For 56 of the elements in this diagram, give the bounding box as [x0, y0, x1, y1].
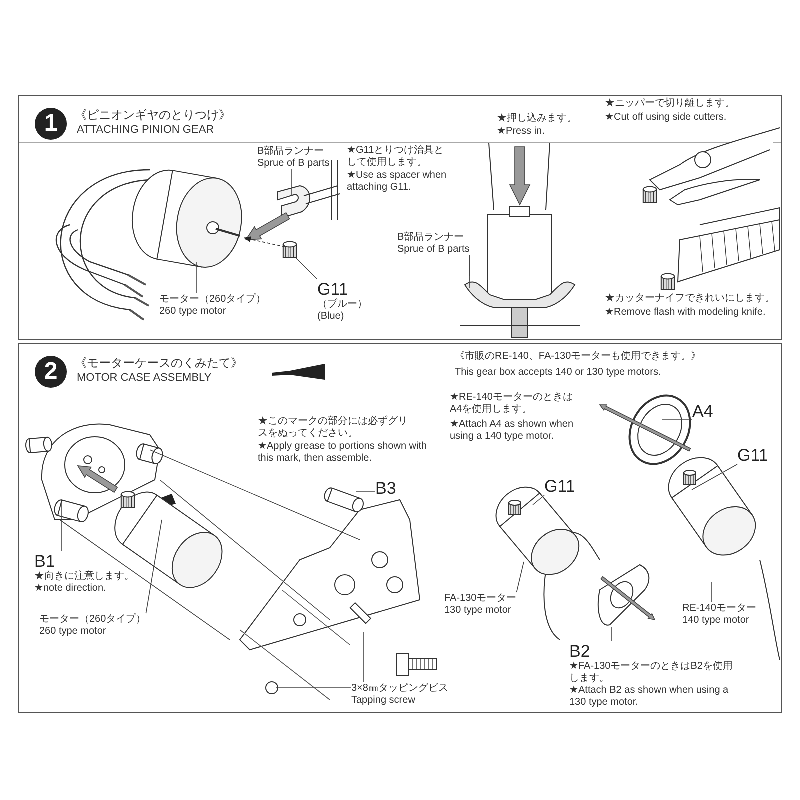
note-text: 《市販のRE-140、FA-130モーターも使用できます。》 [455, 351, 702, 363]
callout-text: B部品ランナー [398, 232, 466, 244]
callout-text: 130 type motor [444, 604, 512, 616]
callout-text: Tapping screw [352, 694, 416, 706]
leader-line [692, 464, 738, 490]
callout-text: Sprue of B parts [398, 244, 470, 256]
callout-text: （ブルー） [318, 298, 368, 310]
note-text: ★Remove flash with modeling knife. [605, 307, 767, 319]
callout-text: 3×8㎜タッピングビス [352, 682, 448, 694]
note-text: This gear box accepts 140 or 130 type motors. [455, 367, 662, 379]
callout-text: RE-140モーター [682, 602, 756, 614]
leader-line [146, 520, 162, 614]
step-panel [18, 95, 782, 340]
leader-line [196, 262, 198, 294]
callout-text: 260 type motor [160, 306, 228, 318]
step-heading: MOTOR CASE ASSEMBLY [77, 372, 212, 385]
callout-text: (Blue) [318, 310, 346, 322]
note-text: ★向きに注意します。 [34, 570, 136, 582]
part-label: G11 [738, 446, 768, 464]
leader-line [532, 495, 545, 506]
step-number: 1 [35, 108, 67, 140]
step-heading: 《ピニオンギヤのとりつけ》 [75, 108, 231, 122]
leader-line [296, 258, 318, 280]
step-panel [18, 343, 782, 713]
step-number: 2 [35, 356, 67, 388]
note-text: ★G11とりつけ治具として使用します。 [347, 145, 446, 169]
note-text: ★Cut off using side cutters. [605, 112, 728, 124]
part-label: B2 [570, 642, 592, 660]
note-text: ★カッターナイフできれいにします。 [605, 293, 776, 305]
part-label: G11 [318, 280, 350, 298]
part-label: G11 [544, 476, 576, 496]
leader-line [516, 562, 524, 593]
note-text: ★note direction. [34, 582, 108, 594]
note-text: ★Apply grease to portions shown with this mark, then assemble. [258, 441, 428, 465]
part-label: B3 [376, 478, 396, 498]
note-text: ★RE-140モーターのときはA4を使用します。 [450, 392, 574, 416]
note-text: ★ニッパーで切り離します。 [605, 98, 736, 110]
note-text: ★Use as spacer when attaching G11. [347, 170, 448, 194]
note-text: ★このマークの部分には必ずグリスをぬってください。 [258, 416, 409, 440]
step-heading: ATTACHING PINION GEAR [77, 124, 214, 137]
step-heading: 《モーターケースのくみたて》 [75, 356, 243, 370]
leader-line [469, 255, 470, 288]
note-text: ★Press in. [497, 126, 546, 138]
callout-text: 140 type motor [682, 614, 750, 626]
part-label: A4 [692, 402, 714, 420]
callout-text: FA-130モーター [444, 592, 517, 604]
part-label: B1 [34, 552, 56, 570]
note-text: ★押し込みます。 [497, 113, 578, 125]
callout-text: モーター（260タイプ） [160, 294, 266, 306]
callout-text: Sprue of B parts [258, 158, 330, 170]
callout-text: 260 type motor [40, 626, 108, 638]
callout-text: モーター（260タイプ） [40, 614, 146, 626]
callout-text: B部品ランナー [258, 146, 326, 158]
note-text: ★Attach A4 as shown when using a 140 type motor. [450, 419, 575, 443]
note-text: ★FA-130モーターのときはB2を使用します。 [570, 660, 734, 684]
note-text: ★Attach B2 as shown when using a 130 type motor. [570, 684, 730, 708]
